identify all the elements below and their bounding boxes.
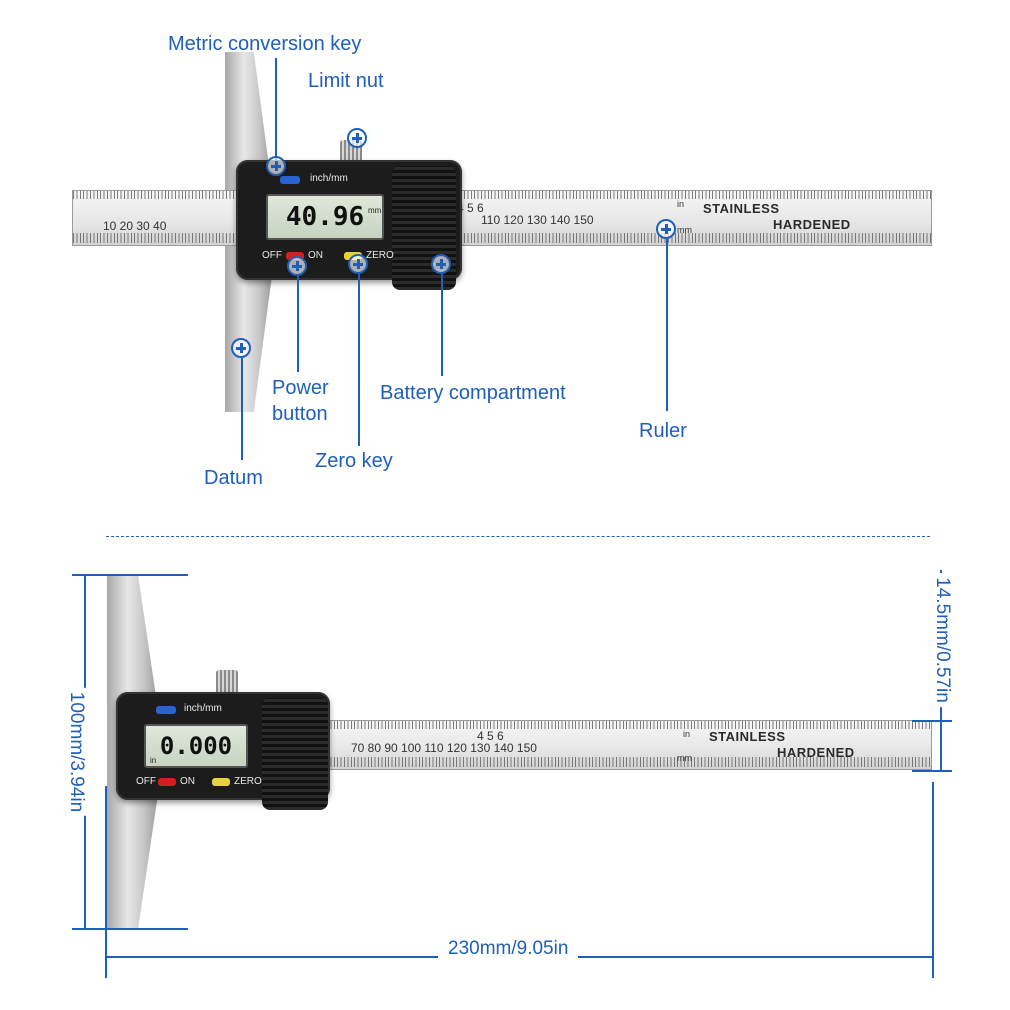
marker-power-button bbox=[287, 256, 307, 276]
section-divider bbox=[106, 536, 930, 537]
unit-toggle-button-bottom[interactable] bbox=[156, 706, 176, 714]
dim-thickness-label: 14.5mm/0.57in bbox=[931, 573, 953, 707]
ruler-mm-unit: mm bbox=[677, 225, 692, 235]
zero-label: ZERO bbox=[366, 250, 394, 261]
marker-datum bbox=[231, 338, 251, 358]
callout-power-button-line2: button bbox=[272, 403, 328, 425]
dim-length-label: 230mm/9.05in bbox=[438, 938, 579, 960]
leader-power bbox=[297, 276, 299, 372]
unit-toggle-label-bottom: inch/mm bbox=[184, 703, 222, 714]
caliper-body-bottom: inch/mm 0.000 in OFF ON ZERO bbox=[116, 692, 330, 810]
lcd-display-bottom: 0.000 bbox=[144, 724, 248, 768]
ruler-mm-scale-right: 110 120 130 140 150 bbox=[481, 213, 594, 227]
thumb-grip-bottom[interactable] bbox=[262, 698, 328, 810]
marker-limit-nut bbox=[347, 128, 367, 148]
ruler-mm-scale-left: 10 20 30 40 bbox=[103, 219, 167, 233]
ruler-mm-scale-bottom: 70 80 90 100 110 120 130 140 150 bbox=[351, 741, 537, 755]
zero-button-bottom[interactable] bbox=[212, 778, 230, 786]
ruler-in-unit: in bbox=[677, 199, 685, 209]
ruler-stamp-stainless: STAINLESS bbox=[703, 201, 780, 216]
marker-ruler bbox=[656, 219, 676, 239]
callout-power-button-line1: Power bbox=[272, 377, 329, 399]
lcd-unit: mm bbox=[368, 206, 382, 215]
marker-zero-key bbox=[348, 254, 368, 274]
dim-thickness-bottom-tick bbox=[912, 770, 952, 772]
marker-battery bbox=[431, 254, 451, 274]
off-label-bottom: OFF bbox=[136, 776, 156, 787]
lcd-unit-bottom: in bbox=[150, 756, 157, 765]
dim-thickness-top-tick bbox=[912, 720, 952, 722]
off-label: OFF bbox=[262, 250, 282, 261]
callout-metric-conversion-key: Metric conversion key bbox=[168, 33, 362, 55]
leader-datum bbox=[241, 358, 243, 460]
lcd-reading: 40.96 bbox=[285, 202, 365, 232]
unit-toggle-button[interactable] bbox=[280, 176, 300, 184]
leader-zero bbox=[358, 274, 360, 446]
leader-ruler bbox=[666, 239, 668, 411]
marker-metric-key bbox=[266, 156, 286, 176]
unit-toggle-label: inch/mm bbox=[310, 173, 348, 184]
ruler-inch-scale: 4 5 6 bbox=[457, 201, 484, 215]
callout-battery-compartment: Battery compartment bbox=[380, 382, 566, 404]
dim-height-label: 100mm/3.94in bbox=[65, 687, 87, 817]
lcd-reading-bottom: 0.000 bbox=[159, 732, 233, 760]
limit-nut-bottom[interactable] bbox=[216, 670, 238, 694]
zero-label-bottom: ZERO bbox=[234, 776, 262, 787]
callout-ruler: Ruler bbox=[639, 420, 687, 442]
ruler-stamp-stainless-bottom: STAINLESS bbox=[709, 729, 786, 744]
dim-height-top-tick bbox=[72, 574, 188, 576]
ruler-stamp-hardened: HARDENED bbox=[773, 217, 851, 232]
ruler-bar-bottom: 4 5 6 70 80 90 100 110 120 130 140 150 i… bbox=[326, 720, 932, 770]
leader-battery bbox=[441, 274, 443, 376]
leader-metric bbox=[275, 58, 277, 166]
ruler-inch-scale-bottom: 4 5 6 bbox=[477, 729, 504, 743]
callout-limit-nut: Limit nut bbox=[308, 70, 384, 92]
ruler-in-unit-bottom: in bbox=[683, 729, 691, 739]
ruler-stamp-hardened-bottom: HARDENED bbox=[777, 745, 855, 760]
lcd-display: 40.96 bbox=[266, 194, 384, 240]
on-label-bottom: ON bbox=[180, 776, 195, 787]
on-label: ON bbox=[308, 250, 323, 261]
dim-length-left-tick bbox=[105, 786, 107, 978]
power-button-bottom[interactable] bbox=[158, 778, 176, 786]
ruler-bar: 10 20 30 40 4 5 6 110 120 130 140 150 in… bbox=[72, 190, 932, 246]
dim-length-right-tick bbox=[932, 782, 934, 978]
callout-datum: Datum bbox=[204, 467, 263, 489]
dim-height-bottom-tick bbox=[72, 928, 188, 930]
callout-zero-key: Zero key bbox=[315, 450, 393, 472]
ruler-mm-unit-bottom: mm bbox=[677, 753, 692, 763]
